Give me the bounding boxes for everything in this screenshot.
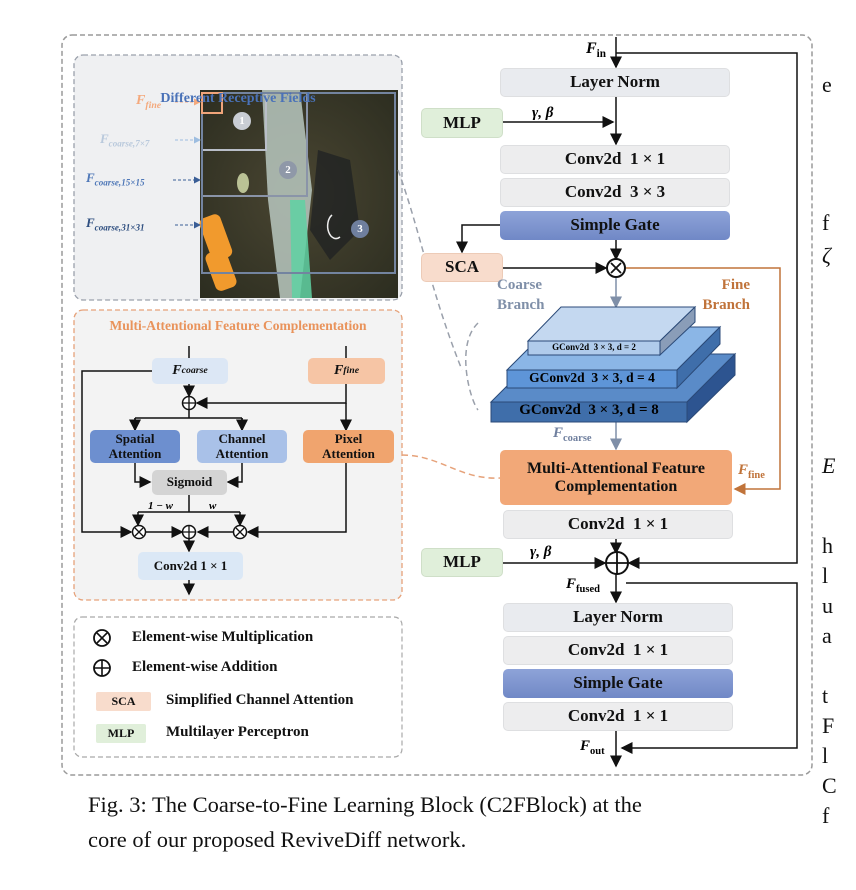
f-fused-label: Ffused — [566, 576, 600, 595]
mafc-panel-title: Multi-Attentional Feature Complementatio… — [109, 318, 367, 333]
f-in-label: Fin — [586, 40, 607, 61]
sca-block: SCA — [421, 253, 503, 282]
spatial-attention: Spatial Attention — [90, 430, 180, 463]
fine-branch-line — [626, 267, 781, 495]
pixel-attention: Pixel Attention — [303, 430, 394, 463]
main-multiply-icon — [606, 258, 626, 278]
gamma-beta-2: γ, β — [530, 544, 552, 560]
legend-multiply-icon — [93, 629, 111, 647]
legend-add-icon — [93, 659, 111, 677]
margin-fragment: u — [822, 593, 833, 618]
marker-2: 2 — [279, 161, 297, 179]
margin-fragment: h — [822, 533, 833, 558]
conv2d-1x1-d: Conv2d 1 × 1 — [503, 702, 733, 731]
legend-mlp-swatch: MLP — [96, 724, 146, 743]
margin-fragment: a — [822, 623, 832, 648]
legend-mlp-label: Multilayer Perceptron — [166, 724, 309, 740]
gconv-d2-label: GConv2d 3 × 3, d = 2 — [552, 342, 636, 352]
simple-gate-1: Simple Gate — [500, 211, 730, 240]
conv2d-1x1-a: Conv2d 1 × 1 — [500, 145, 730, 174]
label-f-coarse-15: Fcoarse,15×15 — [86, 170, 145, 188]
outer-frame — [61, 34, 813, 776]
gconv-slab-d2 — [526, 305, 697, 357]
receptive-fields-title: Different Receptive Fields — [160, 91, 316, 106]
mlp-2: MLP — [421, 548, 503, 577]
label-f-fine: Ffine — [136, 93, 162, 111]
mafc-block: Multi-Attentional Feature Complementatio… — [500, 450, 732, 505]
mafc-add-bottom-icon — [181, 524, 197, 540]
f-coarse-label: Fcoarse — [553, 425, 592, 444]
gconv-d8-label: GConv2d 3 × 3, d = 8 — [519, 402, 659, 418]
margin-fragment: e — [822, 72, 832, 97]
legend-add-label: Element-wise Addition — [132, 659, 278, 675]
margin-fragment: C — [822, 773, 837, 798]
callout-mafc — [401, 454, 501, 479]
figure-caption-line-1: Fig. 3: The Coarse-to-Fine Learning Bloc… — [88, 792, 642, 817]
callout-receptive-to-gconv — [397, 169, 479, 411]
label-f-coarse-7: Fcoarse,7×7 — [100, 131, 150, 149]
mafc-conv2d-1x1: Conv2d 1 × 1 — [138, 552, 243, 580]
layer-norm-1: Layer Norm — [500, 68, 730, 97]
margin-fragment: f — [822, 210, 830, 235]
layer-norm-2: Layer Norm — [503, 603, 733, 632]
main-add-icon — [605, 551, 629, 575]
simple-gate-2: Simple Gate — [503, 669, 733, 698]
margin-fragment: l — [822, 743, 829, 768]
marker-1: 1 — [233, 112, 251, 130]
legend-sca-label: Simplified Channel Attention — [166, 692, 354, 708]
margin-fragment: l — [822, 563, 829, 588]
gconv-stack — [489, 305, 737, 424]
legend-sca-swatch: SCA — [96, 692, 151, 711]
mafc-add-top-icon — [181, 395, 197, 411]
conv2d-3x3: Conv2d 3 × 3 — [500, 178, 730, 207]
one-minus-w-label: 1 − w — [148, 500, 174, 512]
gamma-beta-1: γ, β — [532, 105, 554, 121]
label-f-coarse-31: Fcoarse,31×31 — [86, 215, 145, 233]
figure-caption-line-2: core of our proposed ReviveDiff network. — [88, 827, 467, 852]
conv2d-1x1-b: Conv2d 1 × 1 — [503, 510, 733, 539]
legend-multiply-label: Element-wise Multiplication — [132, 629, 314, 645]
f-out-label: Fout — [580, 738, 605, 757]
margin-fragment: E — [822, 453, 836, 478]
fine-branch-label: Fine Branch — [702, 277, 750, 313]
conv2d-1x1-c: Conv2d 1 × 1 — [503, 636, 733, 665]
gconv-d4-label: GConv2d 3 × 3, d = 4 — [529, 370, 655, 385]
mafc-multiply-left-icon — [131, 524, 147, 540]
coarse-branch-label: Coarse Branch — [497, 277, 545, 313]
margin-fragment: t — [822, 683, 829, 708]
margin-fragment: F — [822, 713, 835, 738]
margin-fragment: f — [822, 803, 830, 828]
mafc-multiply-right-icon — [232, 524, 248, 540]
f-fine-label: Ffine — [738, 462, 765, 481]
margin-fragment: ζ — [822, 243, 831, 268]
sigmoid: Sigmoid — [152, 470, 227, 495]
marker-3: 3 — [351, 220, 369, 238]
w-label: w — [209, 500, 217, 512]
legend-panel — [73, 616, 403, 758]
underwater-photo — [199, 90, 398, 298]
channel-attention: Channel Attention — [197, 430, 287, 463]
mlp-1: MLP — [421, 108, 503, 138]
